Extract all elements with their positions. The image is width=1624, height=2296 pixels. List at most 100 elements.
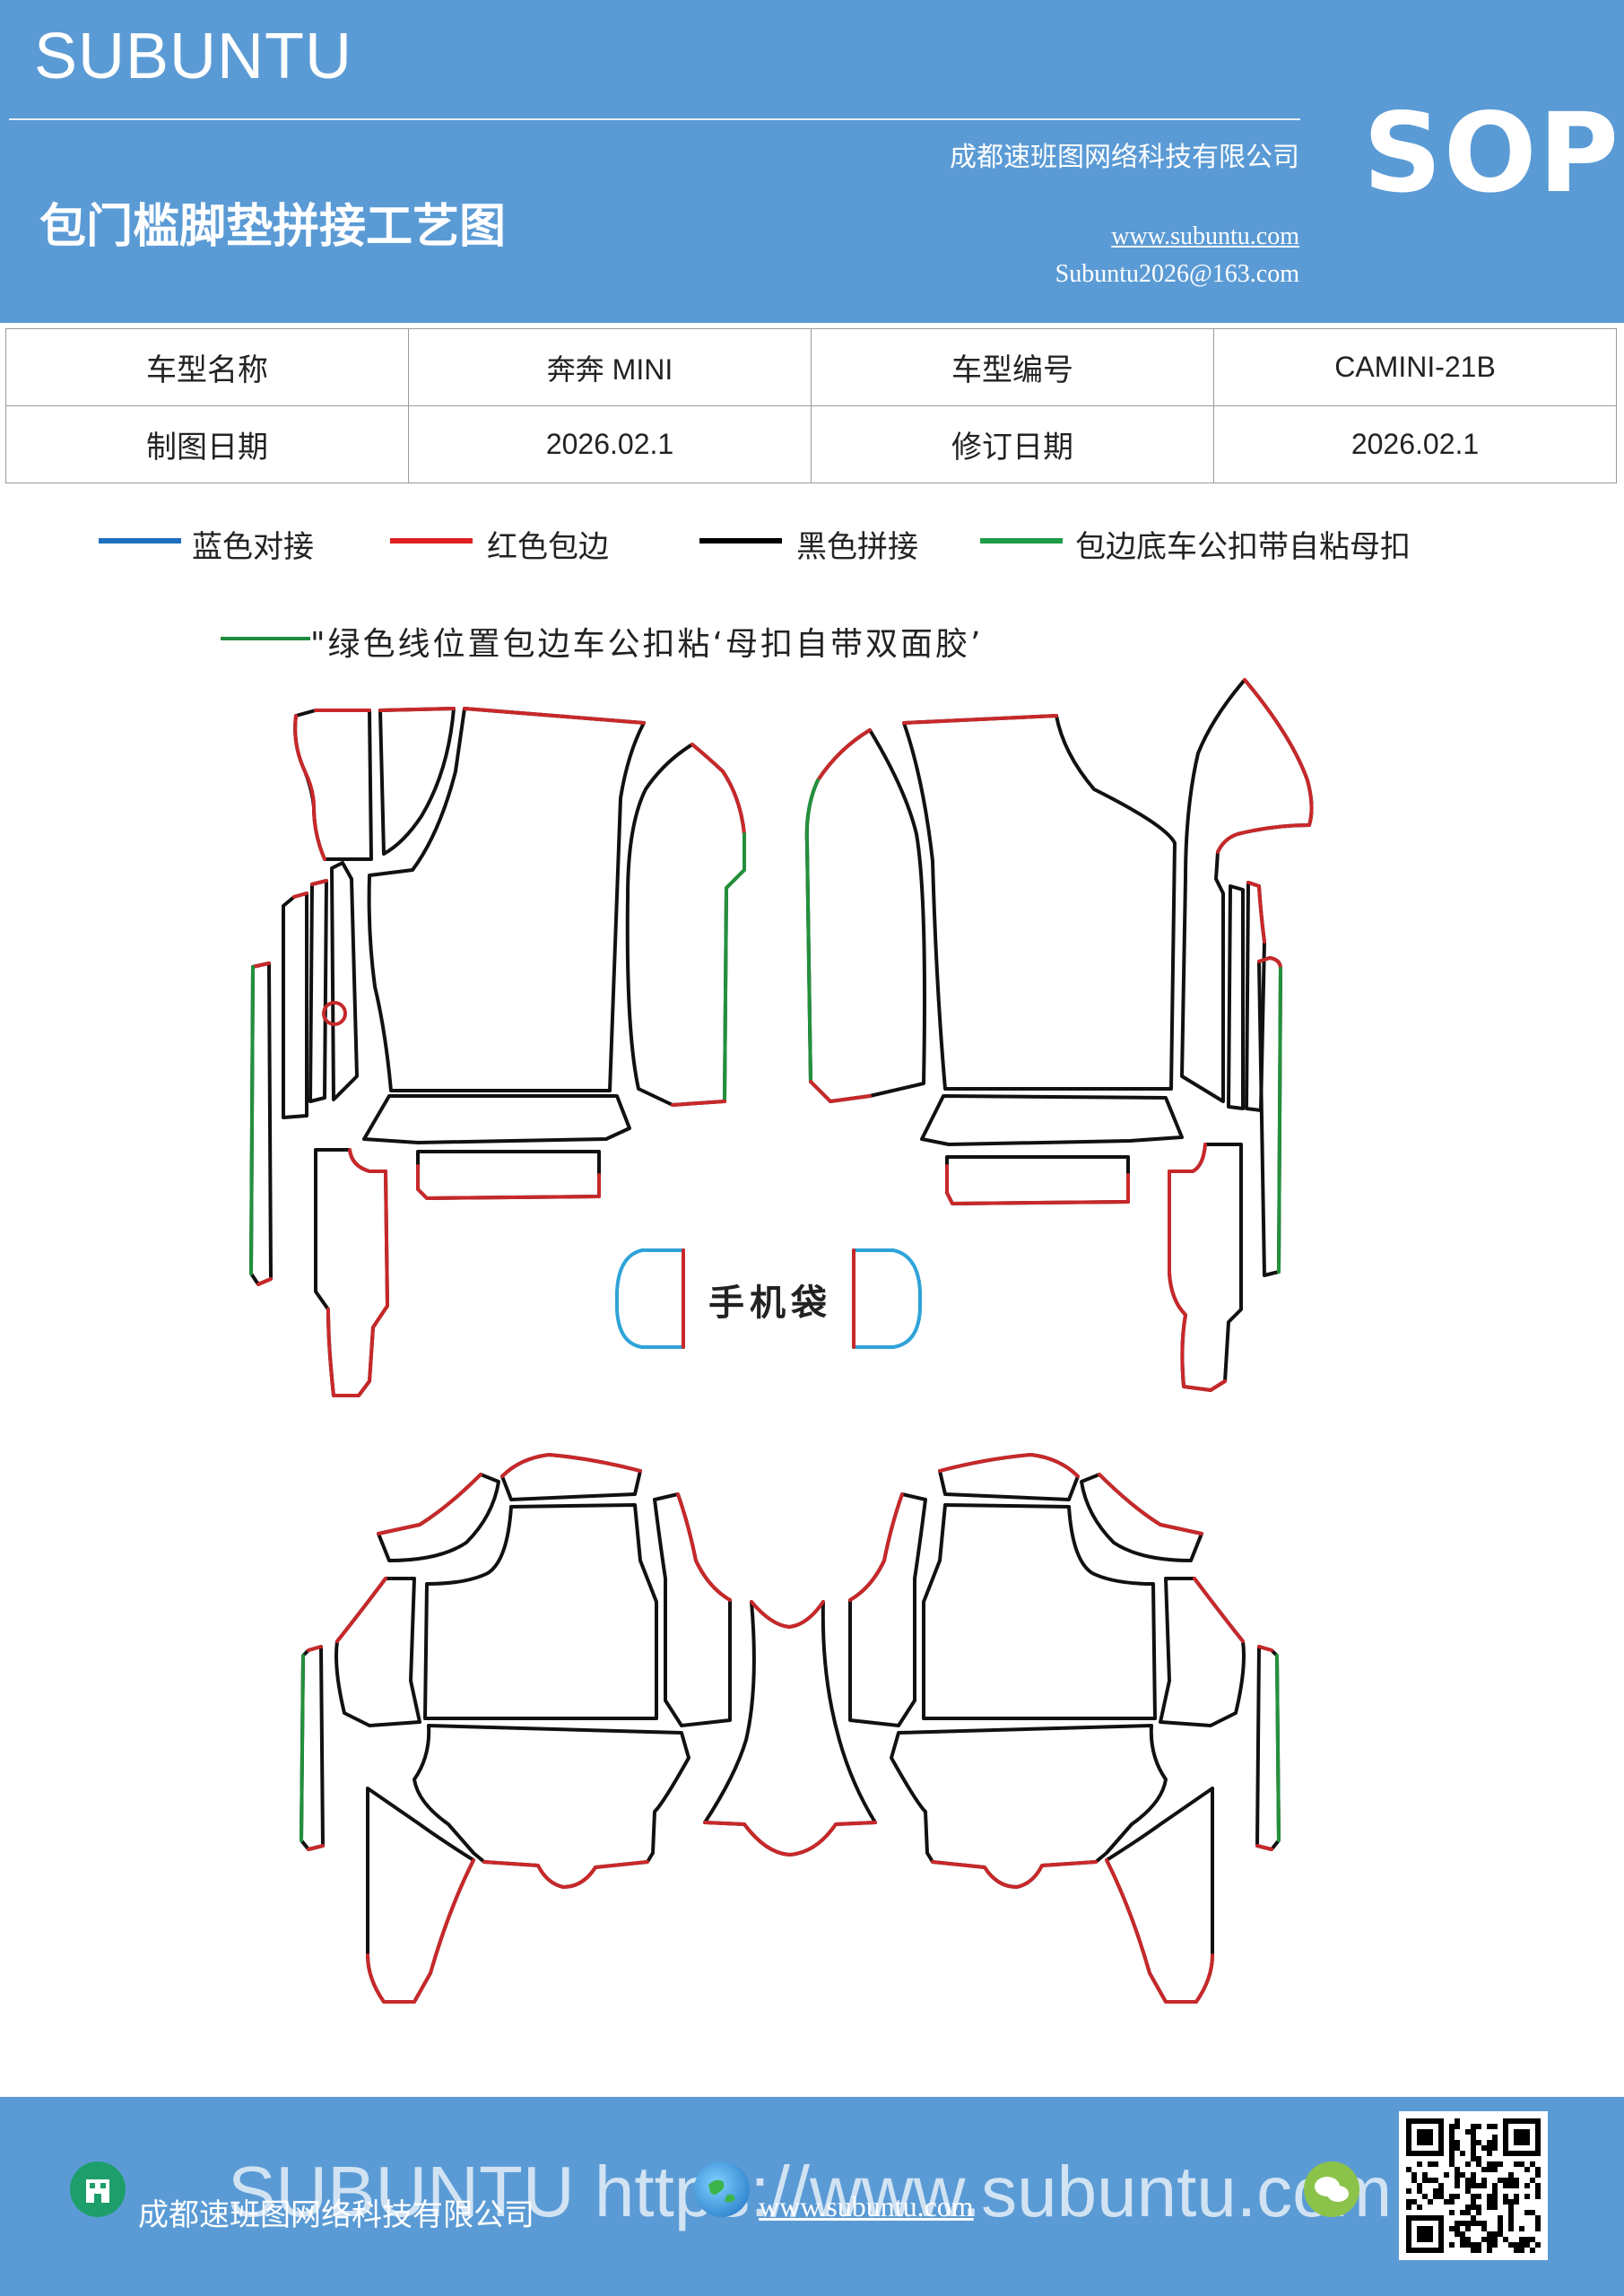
mat-piece [416,1150,601,1200]
phone-bag-left [615,1248,685,1349]
mat-edge-red [366,1858,475,2004]
mat-piece [1080,1473,1203,1562]
mat-edge-green [249,965,255,1275]
mat-piece [1168,1143,1243,1392]
mat-piece [330,861,359,1101]
mat-edge-red [335,1577,387,1643]
mat-piece [920,1094,1184,1146]
mat-edge-red [1098,1473,1203,1535]
sop-badge: SOP [1363,90,1620,217]
email-link[interactable]: Subuntu2026@163.com [1055,260,1299,288]
model-info-table: 车型名称 奔奔 MINI 车型编号 CAMINI-21B 制图日期 2026.0… [5,328,1617,483]
mat-edge-green [723,832,746,1103]
building-icon-glyph [86,2179,109,2203]
mat-edge-red [902,714,1058,725]
mat-edge-red [945,1164,1130,1205]
mat-edge-red [500,1453,642,1478]
page-header: SUBUNTU 包门槛脚垫拼接工艺图 成都速班图网络科技有限公司 www.sub… [0,0,1624,323]
mat-edge-red [671,1100,726,1107]
qr-code [1399,2111,1548,2260]
mat-piece [922,1503,1157,1720]
mat-piece [293,709,373,861]
mat-edge-red [1246,881,1266,944]
page-footer: SUBUNTU https://www.subuntu.com 成都速班图网络科… [0,2097,1624,2296]
mat-edge-red [938,1453,1080,1478]
wechat-icon-glyph [1315,2177,1349,2202]
mat-edge-red [816,728,872,782]
mat-edge-red [416,1164,601,1200]
mat-edge-red [1168,1143,1227,1392]
legend-swatch-red [390,538,473,544]
globe-icon [694,2161,750,2217]
mat-piece [804,728,926,1103]
mat-piece [848,1492,927,1727]
mat-edge-green [1275,1654,1281,1842]
phone-bag-label: 手机袋 [708,1283,832,1324]
phone-bag-right [852,1248,922,1349]
mat-piece [314,1148,389,1397]
page-title: 包门槛脚垫拼接工艺图 [39,200,507,254]
mat-piece [1159,1577,1246,1727]
mat-edge-red [377,1473,482,1535]
table-row: 车型名称 奔奔 MINI 车型编号 CAMINI-21B [5,328,1617,406]
mat-edge-red [310,879,328,886]
mat-edge-red [1105,1858,1214,2004]
company-name: 成都速班图网络科技有限公司 [950,142,1299,173]
mat-edge-red [482,1860,649,1889]
mat-edge-red [1193,1577,1245,1643]
mat-edge-red [307,1645,325,1851]
front-right-mat-group [804,678,1314,1392]
mat-piece [423,1503,658,1720]
mat-edge-red [848,1492,904,1602]
legend-swatch-black [699,538,782,544]
mat-edge-red [703,1600,877,1857]
mat-edge-red [378,707,456,712]
revision-date-value: 2026.02.1 [1213,405,1617,483]
legend-label: 红色包边 [487,529,609,565]
footer-website-link[interactable]: www.subuntu.com [759,2190,974,2222]
wechat-icon [1304,2161,1359,2217]
table-row: 制图日期 2026.02.1 修订日期 2026.02.1 [5,405,1617,483]
rear-right-mat-group [848,1453,1281,2004]
mat-edge-red [292,891,308,899]
note-green-swatch [221,637,310,640]
mat-edge-red [809,1080,872,1103]
mat-edge-red [326,1148,389,1397]
mat-piece [282,891,308,1119]
mat-edge-red [676,1492,732,1602]
rear-left-mat-group [300,1453,732,2004]
revision-date-label: 修订日期 [811,405,1214,483]
mat-piece [378,707,456,856]
mat-piece [367,707,646,1092]
mat-edge-red [931,1860,1098,1889]
legend-label: 蓝色对接 [192,529,314,565]
qr-code-pattern [1406,2118,1541,2253]
mat-piece [334,1577,421,1727]
mat-edge-red [463,707,646,725]
note-text: "绿色线位置包边车公扣粘‘母扣自带双面胶’ [310,626,984,663]
header-divider [9,118,1300,120]
legend-label: 黑色拼接 [796,529,918,565]
model-name-value: 奔奔 MINI [408,328,812,406]
mat-edge-red [1216,678,1314,854]
front-left-mat-group [249,707,746,1397]
center-tunnel-group [703,1600,877,1857]
mat-piece [308,879,328,1103]
building-icon [70,2161,126,2217]
brand-name: SUBUNTU [34,21,353,92]
legend-swatch-green [980,538,1063,544]
mat-piece [1227,884,1245,1110]
mat-edge-green [804,778,820,1083]
mat-piece [945,1155,1130,1205]
mat-piece [362,1094,631,1144]
mat-edge-green [1277,967,1282,1274]
mat-edge-red [293,709,371,861]
mat-hole [322,1001,347,1026]
website-link[interactable]: www.subuntu.com [1111,222,1299,250]
mat-piece [902,714,1177,1091]
globe-icon-glyph [708,2179,735,2203]
mat-edge-red [690,743,746,836]
phone-bag-group [615,1248,922,1349]
mat-piece [377,1473,500,1562]
